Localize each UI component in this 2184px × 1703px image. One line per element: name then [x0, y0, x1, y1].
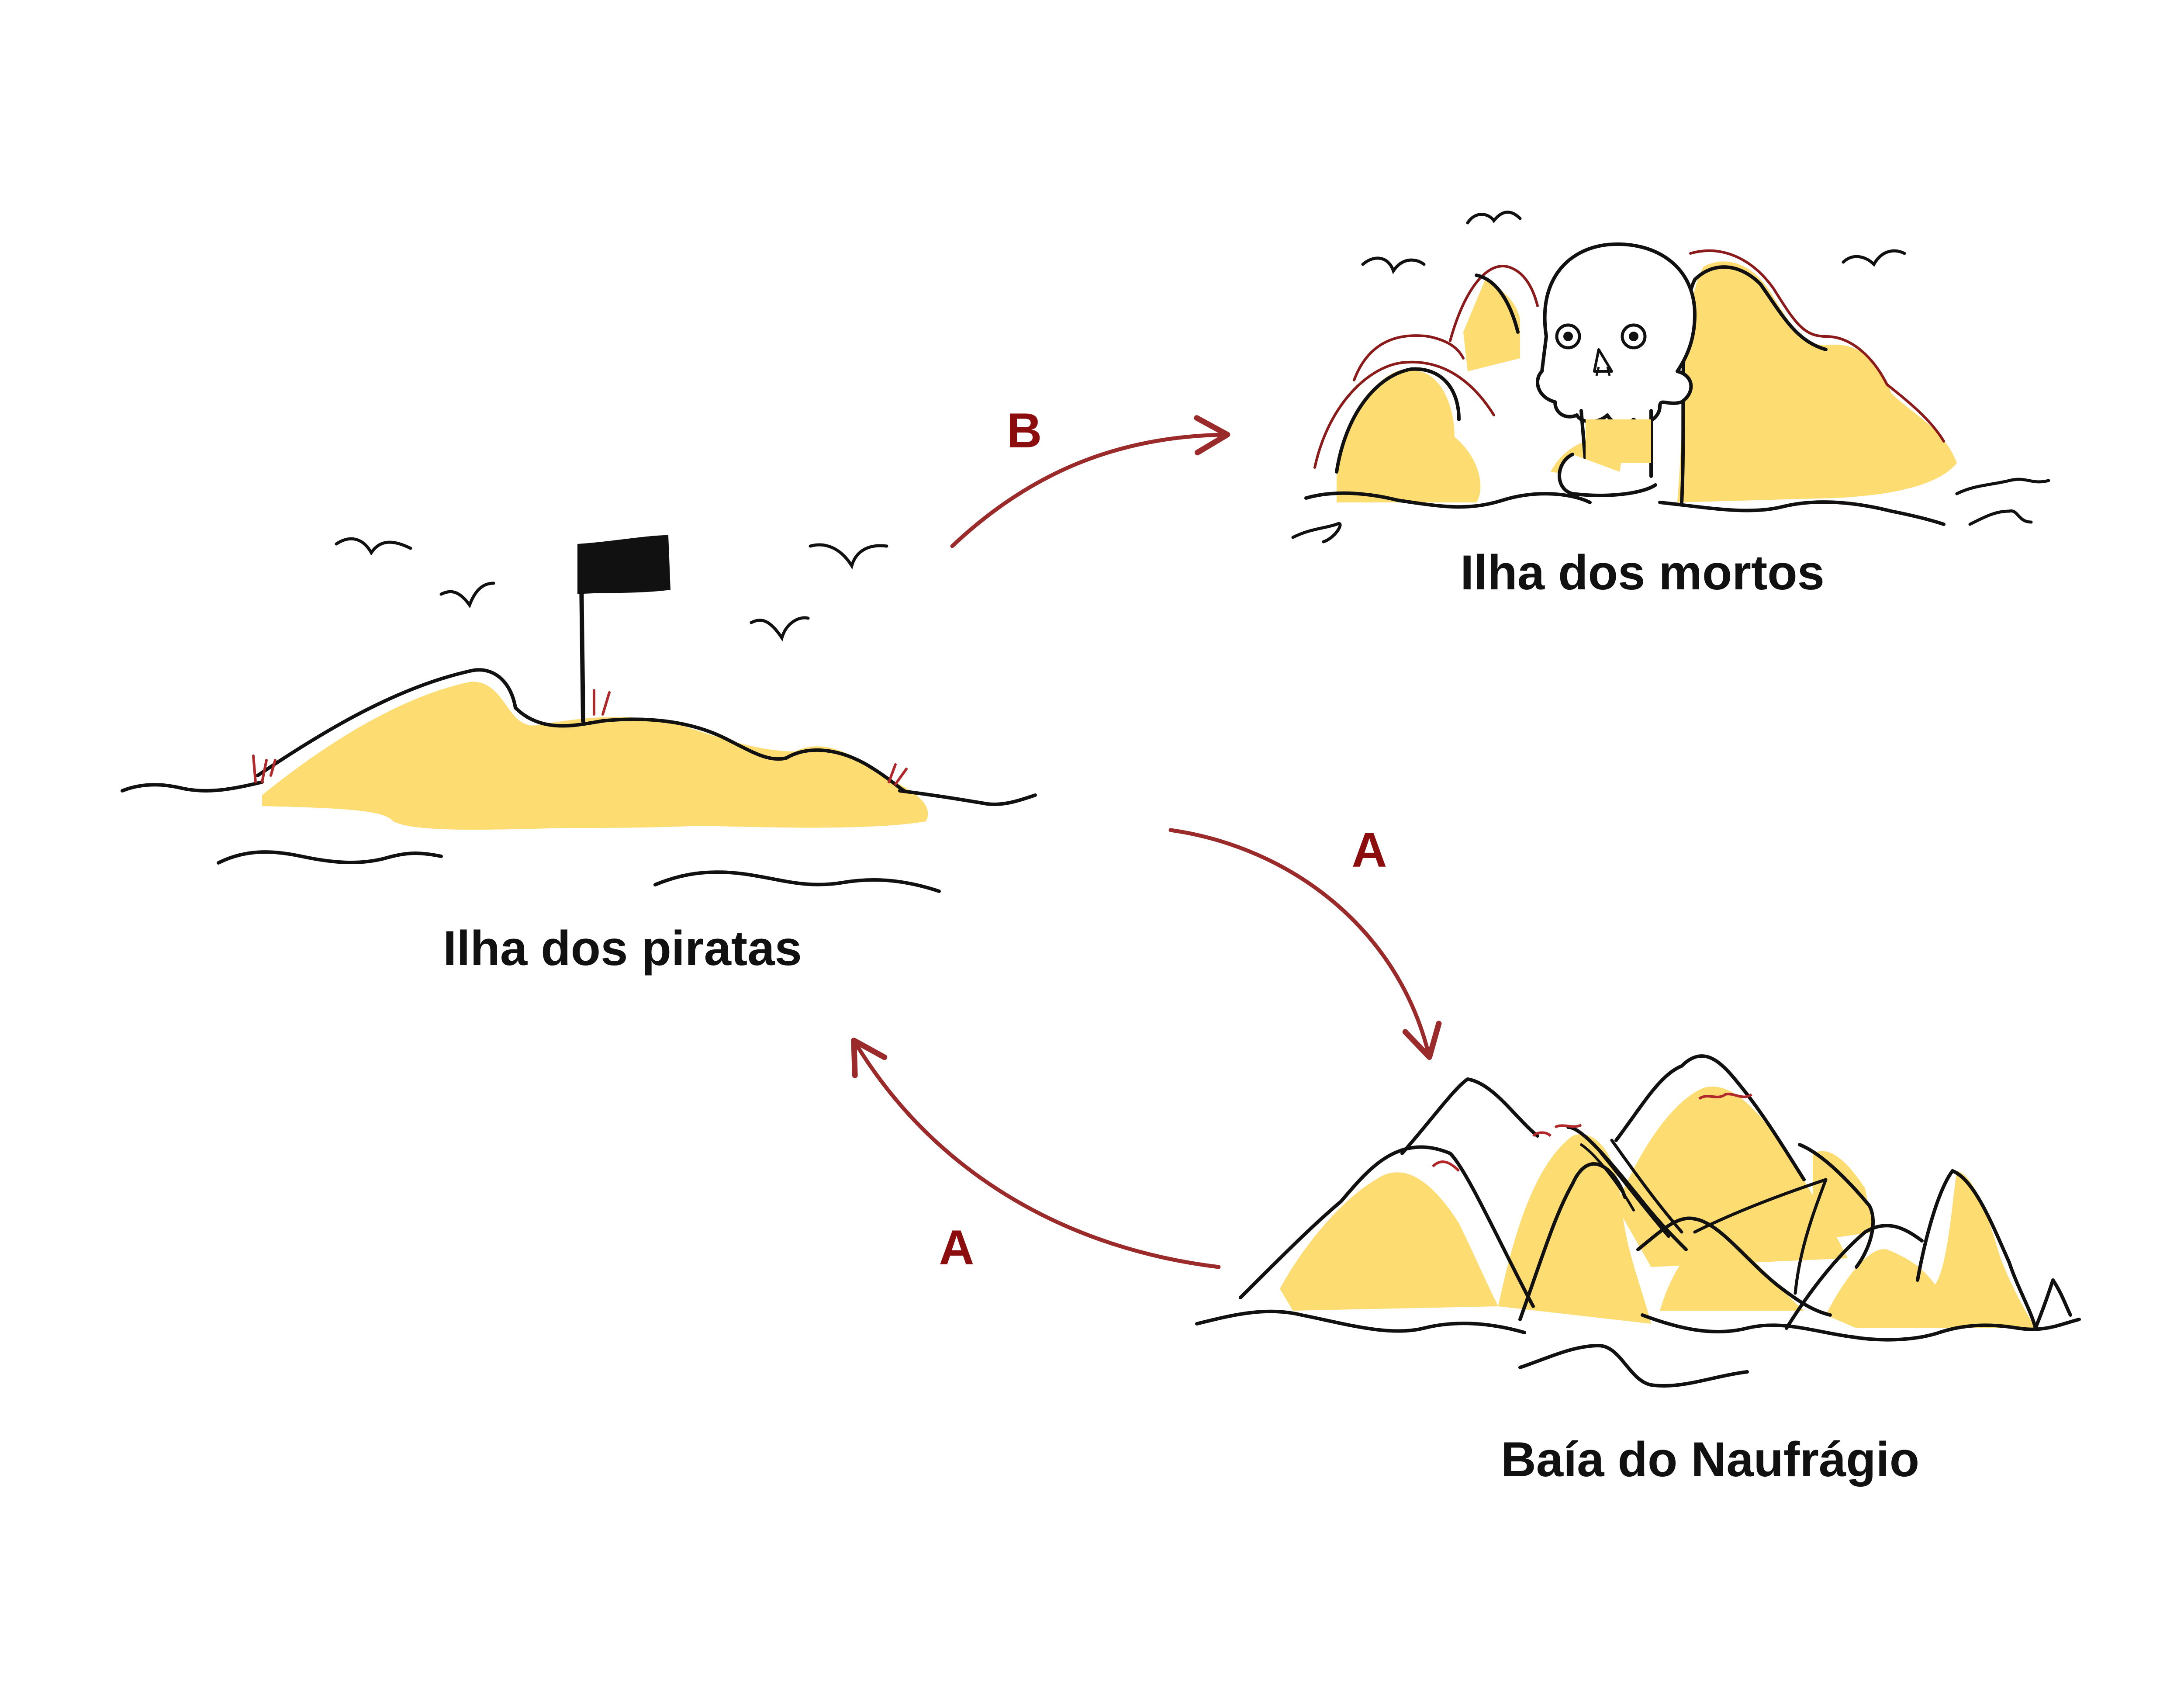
edge-label-b: B	[1006, 403, 1042, 458]
shipwreck-bay-icon	[1195, 1054, 2081, 1388]
node-label-pirates: Ilha dos piratas	[443, 921, 802, 976]
edge-arrow-a-up	[851, 1038, 1221, 1269]
node-label-shipwreck: Baía do Naufrágio	[1500, 1432, 1920, 1487]
edge-arrow-b	[950, 415, 1230, 548]
dead-island-icon	[1291, 211, 2050, 543]
edge-label-a-down: A	[1351, 823, 1387, 877]
edge-label-a-up: A	[939, 1220, 975, 1275]
edge-arrow-a-down	[1168, 828, 1442, 1060]
pirate-island-icon	[121, 535, 1037, 893]
node-label-dead: Ilha dos mortos	[1460, 545, 1825, 600]
